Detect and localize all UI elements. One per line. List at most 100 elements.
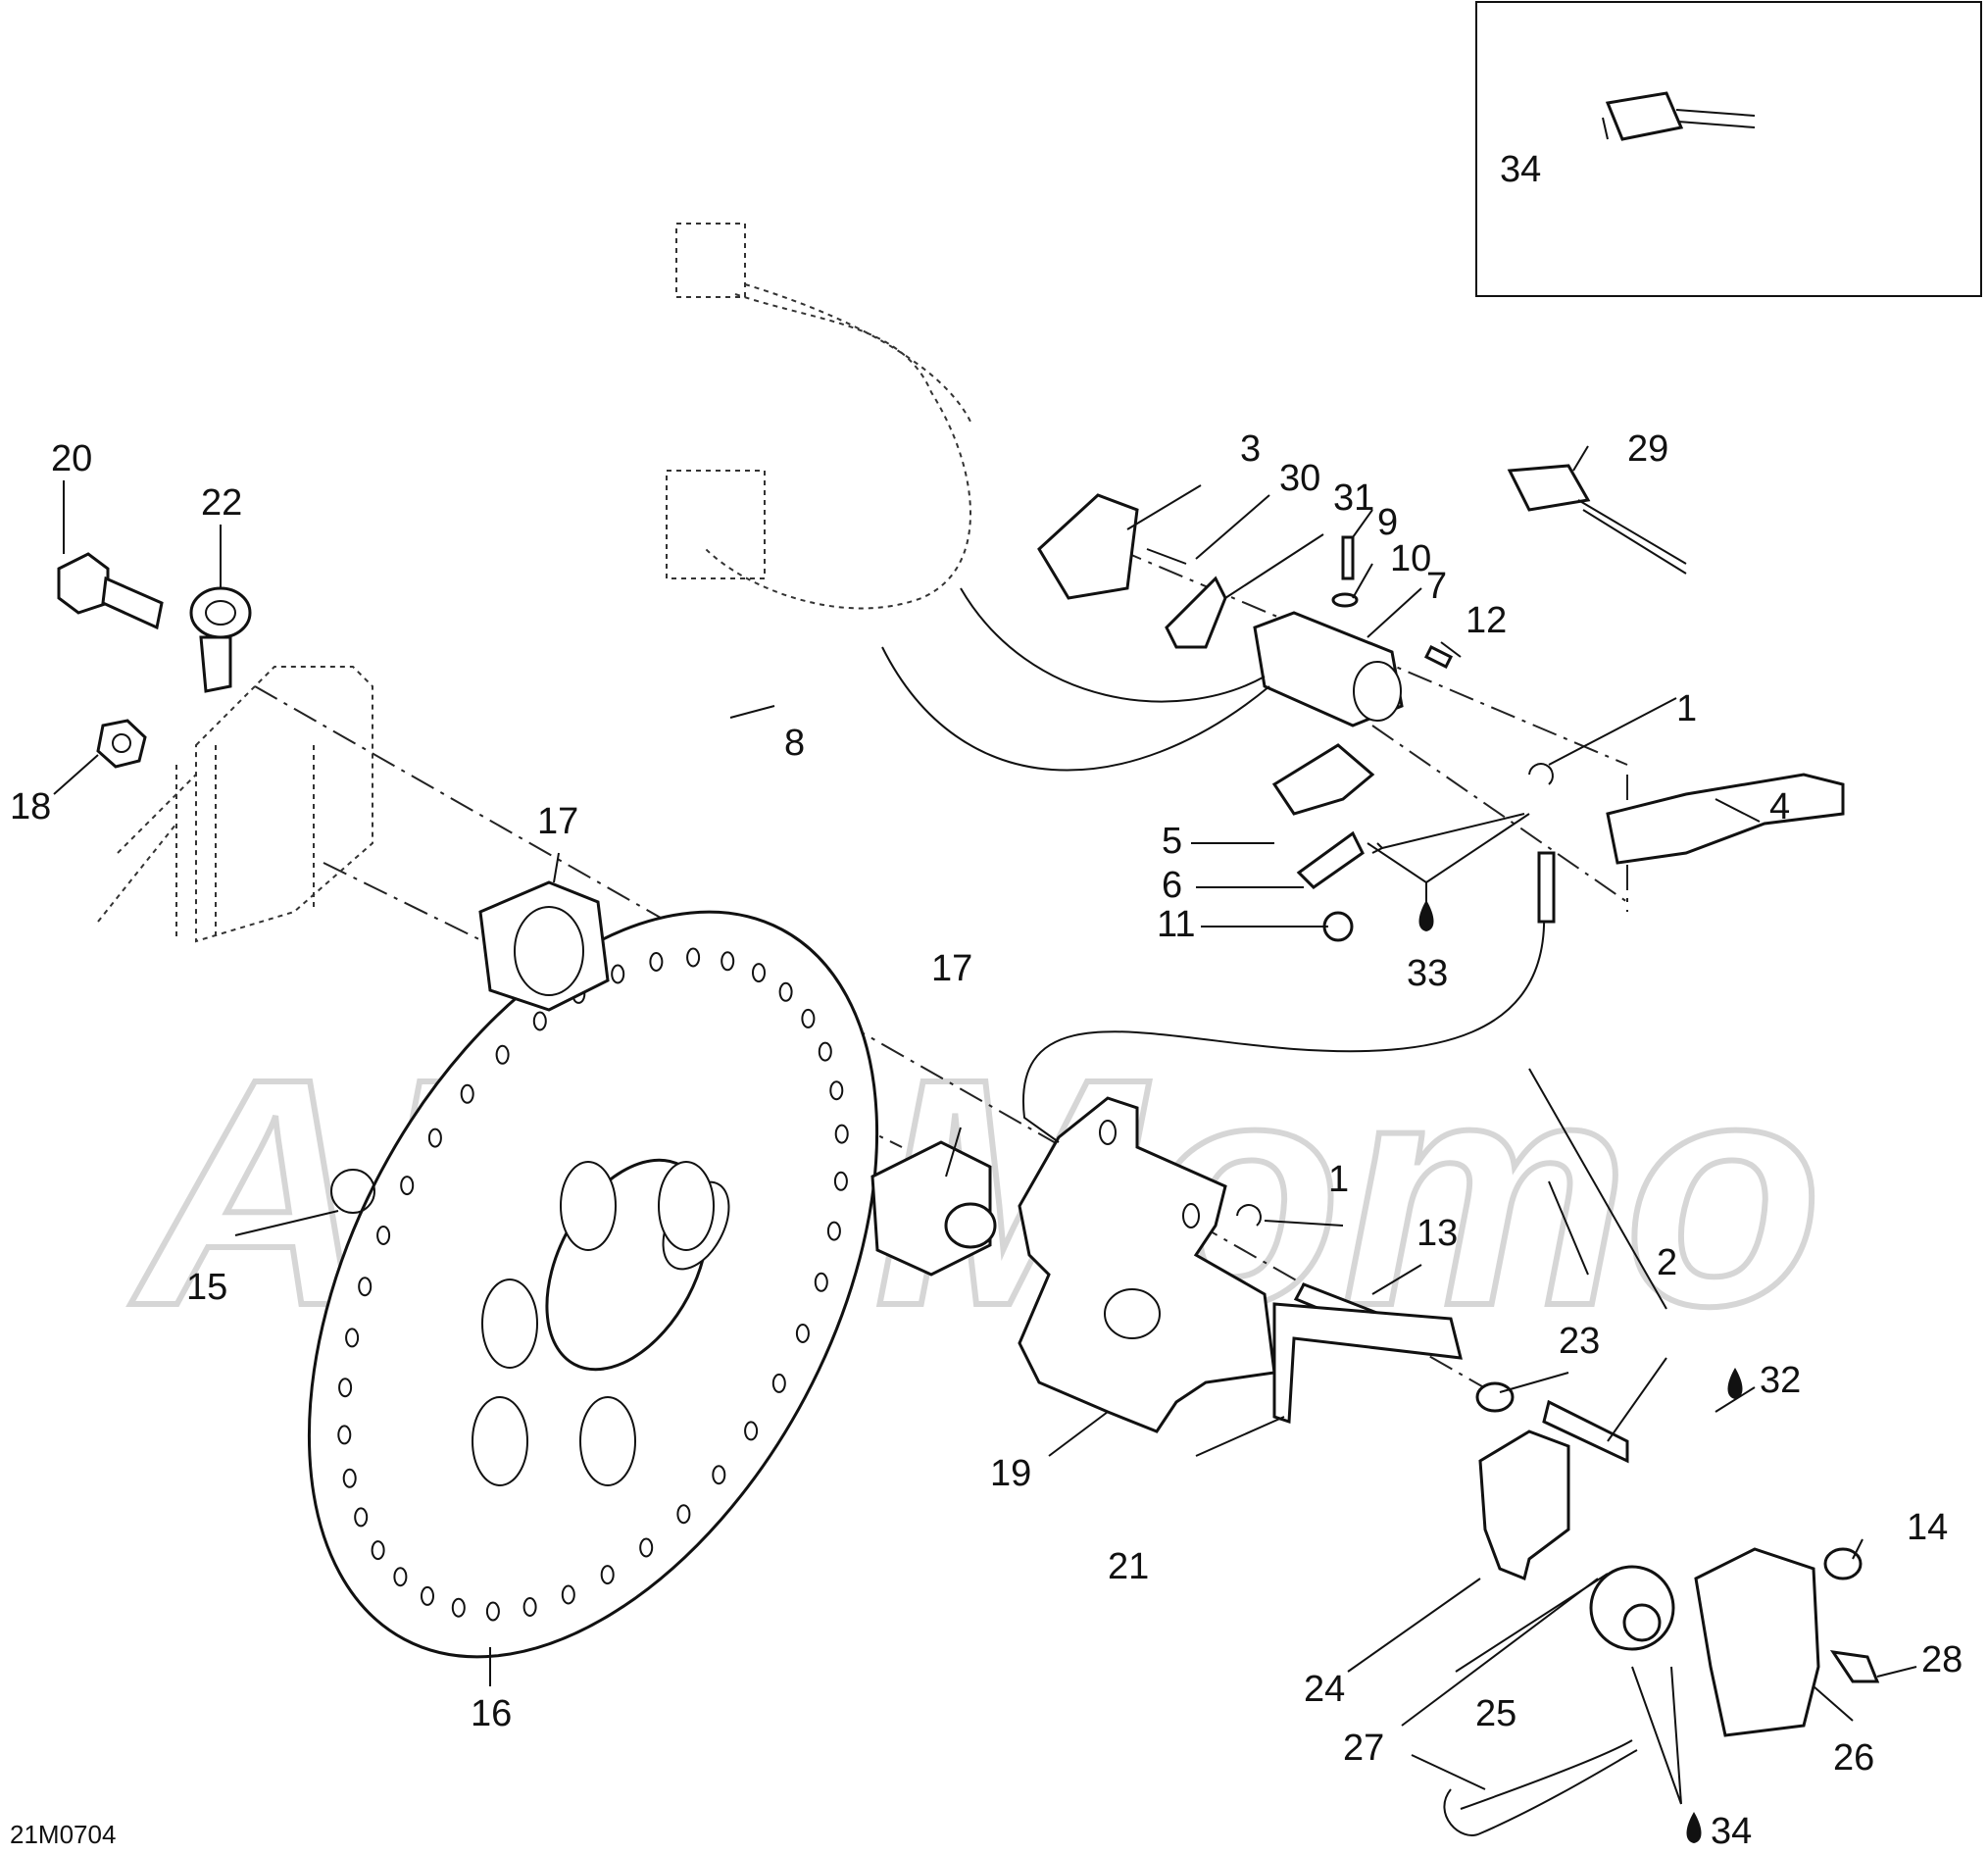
disc-vent-hole: [771, 1373, 786, 1393]
callout-11: 11: [1157, 904, 1195, 945]
disc-vent-hole: [495, 1044, 510, 1065]
disc-vent-hole: [795, 1324, 810, 1343]
disc-vent-hole: [376, 1226, 391, 1245]
disc-vent-hole: [676, 1504, 691, 1525]
callout-19: 19: [990, 1453, 1031, 1494]
disc-vent-hole: [371, 1540, 385, 1561]
disc-vent-hole: [451, 1597, 466, 1618]
callout-1-upper: 1: [1676, 688, 1697, 729]
drawing-code: 21M0704: [10, 1820, 116, 1849]
terminal: [729, 705, 775, 719]
disc-vent-hole: [561, 1584, 575, 1605]
leader-lines: [53, 117, 1917, 1805]
disc-vent-hole: [393, 1567, 408, 1587]
callout-33: 33: [1407, 953, 1448, 994]
callout-6: 6: [1162, 865, 1182, 906]
e-clip-lower: [1236, 1204, 1262, 1227]
callout-31: 31: [1333, 477, 1374, 519]
disc-vent-hole: [358, 1277, 373, 1297]
callout-34: 34: [1711, 1811, 1752, 1852]
bolt: [57, 552, 164, 630]
disc-vent-hole: [611, 964, 625, 984]
callout-34-inset: 34: [1500, 149, 1541, 190]
callout-10: 10: [1390, 538, 1431, 579]
disc-vent-hole: [400, 1176, 415, 1196]
ratchet-hub: [1622, 1603, 1662, 1642]
disc-vent-hole: [721, 951, 735, 972]
adjuster-bolt: [1542, 1399, 1629, 1464]
disc-vent-hole: [600, 1565, 615, 1585]
e-clip-upper: [1528, 763, 1554, 785]
set-screw: [1423, 644, 1454, 670]
wiring-harness: [666, 223, 971, 610]
disc-vent-hole: [649, 952, 664, 972]
bracket-plate: [1272, 1302, 1463, 1425]
washer: [1331, 592, 1359, 608]
lever-arm: [1271, 743, 1375, 816]
disc-vent-hole: [532, 1011, 547, 1031]
callout-8: 8: [784, 723, 805, 764]
switch-housing: [1253, 611, 1404, 727]
axis-main: [254, 685, 1511, 1403]
callout-13: 13: [1416, 1213, 1458, 1254]
brake-cable: [1021, 911, 1546, 1143]
screw: [1146, 548, 1187, 565]
disc-vent-hole: [829, 1080, 844, 1101]
cotter-pin: [1443, 1739, 1638, 1836]
callout-26: 26: [1833, 1737, 1874, 1779]
disc-vent-hole: [818, 1041, 832, 1062]
brake-handle: [1606, 773, 1845, 865]
disc-vent-hole: [485, 1601, 500, 1622]
disc-vent-hole: [354, 1507, 369, 1528]
callout-20: 20: [51, 438, 92, 479]
disc-vent-hole: [639, 1537, 654, 1558]
disc-vent-hole: [752, 963, 766, 983]
axis-lever: [1371, 725, 1628, 903]
callout-22: 22: [201, 482, 242, 524]
bushing: [189, 586, 252, 693]
brake-disc: [307, 910, 879, 1659]
callout-14: 14: [1907, 1507, 1948, 1548]
nut: [1475, 1381, 1515, 1413]
pin: [1341, 535, 1355, 580]
lubricant-drop-icon: [1727, 1368, 1743, 1399]
brake-switch: [1507, 464, 1687, 575]
disc-vent-hole: [345, 1328, 360, 1348]
disc-vent-hole: [522, 1597, 537, 1617]
spring-clip: [1296, 830, 1365, 889]
disc-vent-hole: [801, 1008, 816, 1028]
callout-12: 12: [1466, 600, 1507, 641]
disc-vent-hole: [342, 1468, 357, 1488]
callout-29: 29: [1627, 428, 1668, 470]
o-ring: [330, 1169, 375, 1214]
switch-wires: [881, 587, 1270, 772]
disc-vent-hole: [834, 1124, 849, 1144]
callout-9: 9: [1377, 502, 1398, 543]
lock-nut: [1823, 1547, 1863, 1580]
callout-24: 24: [1304, 1669, 1345, 1710]
lock-washer: [1322, 911, 1354, 942]
callout-17-lower: 17: [931, 948, 972, 989]
callout-15: 15: [186, 1267, 227, 1308]
disc-vent-hole: [778, 981, 793, 1002]
callout-17-upper: 17: [537, 801, 578, 842]
callout-4: 4: [1769, 786, 1790, 827]
disc-vent-hole: [744, 1421, 759, 1441]
callout-7: 7: [1426, 566, 1447, 607]
lubricant-drop-icon: [1418, 900, 1434, 931]
gasket: [1165, 576, 1227, 649]
disc-vent-hole: [833, 1171, 848, 1191]
spacer-upper: [478, 880, 610, 1012]
frame-bracket: [97, 666, 373, 943]
callout-30: 30: [1279, 458, 1320, 499]
disc-vent-hole: [337, 1425, 352, 1445]
disc-vent-hole: [421, 1585, 434, 1606]
callout-25: 25: [1475, 1693, 1516, 1734]
disc-vent-hole: [686, 947, 701, 968]
lubricant-drop-icon: [1686, 1812, 1702, 1843]
disc-vent-hole: [814, 1272, 828, 1292]
cable-end: [1537, 851, 1556, 924]
callout-23: 23: [1559, 1321, 1600, 1362]
caliper-bracket: [1018, 1096, 1276, 1433]
disc-vent-hole: [712, 1465, 726, 1485]
